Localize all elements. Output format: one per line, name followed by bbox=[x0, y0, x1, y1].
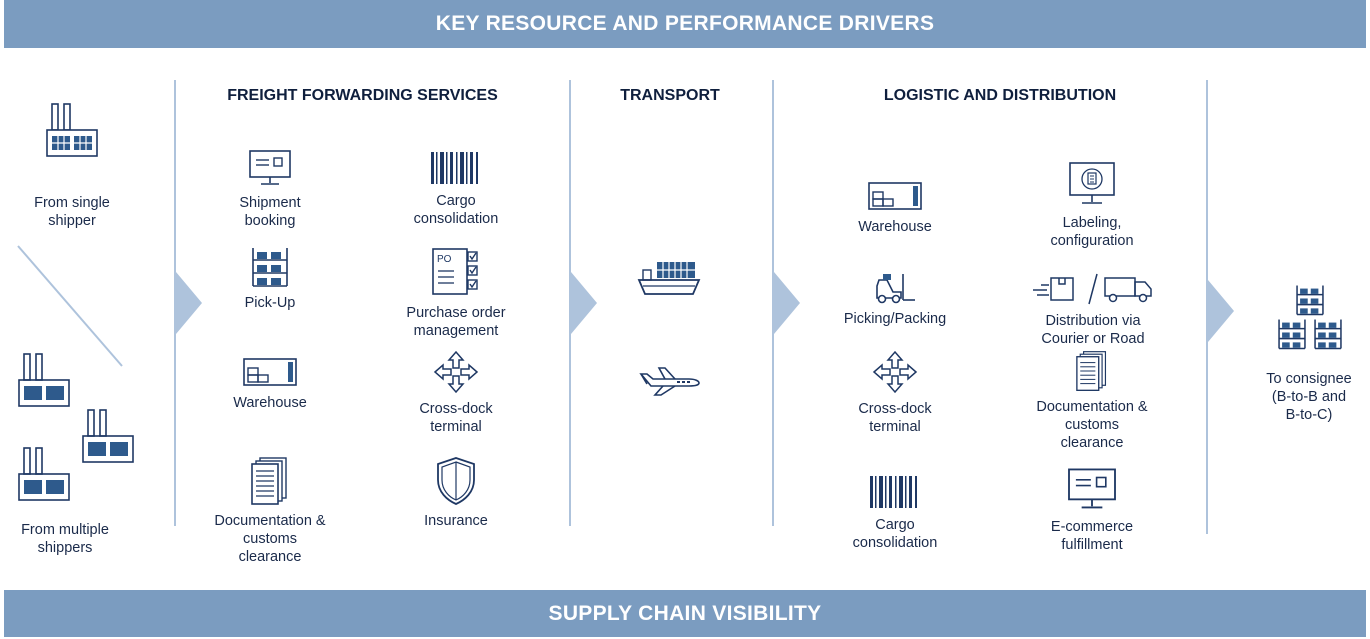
section-title-logistic: LOGISTIC AND DISTRIBUTION bbox=[883, 87, 1117, 104]
purchase-order-management: PO Purchase order management bbox=[381, 246, 531, 340]
picking-packing-label: Picking/Packing bbox=[843, 311, 947, 327]
documents-icon bbox=[251, 457, 287, 505]
documentation-ld: Documentation & customs clearance bbox=[1017, 350, 1167, 452]
section-title-freight: FREIGHT FORWARDING SERVICES bbox=[227, 87, 498, 104]
insurance-label: Insurance bbox=[424, 513, 488, 529]
distribution-courier-road: Distribution via Courier or Road bbox=[1017, 270, 1169, 348]
airplane-icon bbox=[639, 367, 700, 396]
distribution-courier-road-label: Distribution via Courier or Road bbox=[1041, 313, 1145, 347]
to-consignee: To consignee (B-to-B and B-to-C) bbox=[1234, 370, 1370, 424]
divider-3 bbox=[772, 80, 774, 526]
single-shipper: From single shipper bbox=[0, 100, 147, 230]
warehouse-ff: Warehouse bbox=[195, 356, 345, 412]
shield-icon bbox=[437, 457, 475, 505]
shelving-icon bbox=[1296, 285, 1324, 316]
labeling-configuration: Labeling, configuration bbox=[1017, 160, 1167, 250]
monitor-icon bbox=[249, 150, 291, 185]
monitor-icon bbox=[1068, 468, 1116, 509]
cross-dock-ld: Cross-dock terminal bbox=[820, 350, 970, 436]
barcode-icon bbox=[870, 476, 917, 508]
warehouse-icon bbox=[868, 182, 922, 210]
documentation-ld-label: Documentation & customs clearance bbox=[1036, 399, 1148, 451]
cross-dock-ld-label: Cross-dock terminal bbox=[858, 401, 932, 435]
cross-arrows-icon bbox=[872, 350, 918, 394]
cross-arrows-icon bbox=[433, 350, 479, 394]
e-commerce-fulfillment-label: E-commerce fulfillment bbox=[1050, 519, 1134, 553]
shipment-booking-label: Shipment booking bbox=[239, 195, 301, 229]
cargo-consolidation: Cargo consolidation bbox=[381, 150, 531, 228]
purchase-order-management-label: Purchase order management bbox=[406, 305, 506, 339]
divider-2 bbox=[569, 80, 571, 526]
documents-icon bbox=[1076, 351, 1107, 391]
divider-4 bbox=[1206, 80, 1208, 534]
po-tag: PO bbox=[437, 254, 452, 265]
multiple-shippers-label: From multiple shippers bbox=[21, 522, 109, 556]
divider-1 bbox=[174, 80, 176, 526]
footer-banner: SUPPLY CHAIN VISIBILITY bbox=[4, 590, 1366, 637]
separator-diagonal bbox=[17, 245, 123, 367]
warehouse-ff-label: Warehouse bbox=[233, 395, 307, 411]
shelving-icon bbox=[252, 248, 288, 287]
shelving-icon bbox=[1278, 319, 1306, 350]
forklift-icon bbox=[876, 274, 915, 304]
picking-packing: Picking/Packing bbox=[820, 272, 970, 328]
section-title-transport: TRANSPORT bbox=[620, 87, 720, 104]
labeling-configuration-label: Labeling, configuration bbox=[1050, 215, 1134, 249]
warehouse-icon bbox=[243, 358, 297, 386]
cargo-consolidation-label: Cargo consolidation bbox=[413, 193, 499, 227]
cross-dock-ff: Cross-dock terminal bbox=[381, 350, 531, 436]
container-ship-icon bbox=[637, 262, 701, 295]
monitor-refresh-icon bbox=[1069, 162, 1115, 204]
to-consignee-label: To consignee (B-to-B and B-to-C) bbox=[1266, 371, 1352, 423]
documentation-ff: Documentation & customs clearance bbox=[195, 456, 345, 566]
flow-arrow-4 bbox=[1208, 280, 1234, 342]
barcode-icon bbox=[431, 152, 478, 184]
factory-icon bbox=[46, 103, 98, 157]
factory-icon bbox=[82, 409, 134, 463]
purchase-order-icon: PO bbox=[432, 248, 478, 295]
flow-arrow-2 bbox=[571, 272, 597, 334]
flow-arrow-3 bbox=[774, 272, 800, 334]
documentation-ff-label: Documentation & customs clearance bbox=[214, 513, 326, 565]
header-banner: KEY RESOURCE AND PERFORMANCE DRIVERS bbox=[4, 0, 1366, 48]
pick-up: Pick-Up bbox=[195, 246, 345, 312]
single-shipper-label: From single shipper bbox=[34, 195, 110, 229]
insurance: Insurance bbox=[381, 456, 531, 530]
cargo-consolidation-ld: Cargo consolidation bbox=[820, 474, 970, 552]
flow-arrow-1 bbox=[176, 272, 202, 334]
cross-dock-ff-label: Cross-dock terminal bbox=[419, 401, 493, 435]
shipment-booking: Shipment booking bbox=[195, 148, 345, 230]
delivery-truck-icon bbox=[1033, 273, 1152, 305]
factory-icon bbox=[18, 447, 70, 501]
cargo-consolidation-ld-label: Cargo consolidation bbox=[852, 517, 938, 551]
warehouse-ld: Warehouse bbox=[820, 180, 970, 236]
factory-icon bbox=[18, 353, 70, 407]
warehouse-ld-label: Warehouse bbox=[858, 219, 932, 235]
shelving-icon bbox=[1314, 319, 1342, 350]
e-commerce-fulfillment: E-commerce fulfillment bbox=[1017, 466, 1167, 554]
pick-up-label: Pick-Up bbox=[244, 295, 296, 311]
multiple-shippers: From multiple shippers bbox=[0, 521, 140, 557]
